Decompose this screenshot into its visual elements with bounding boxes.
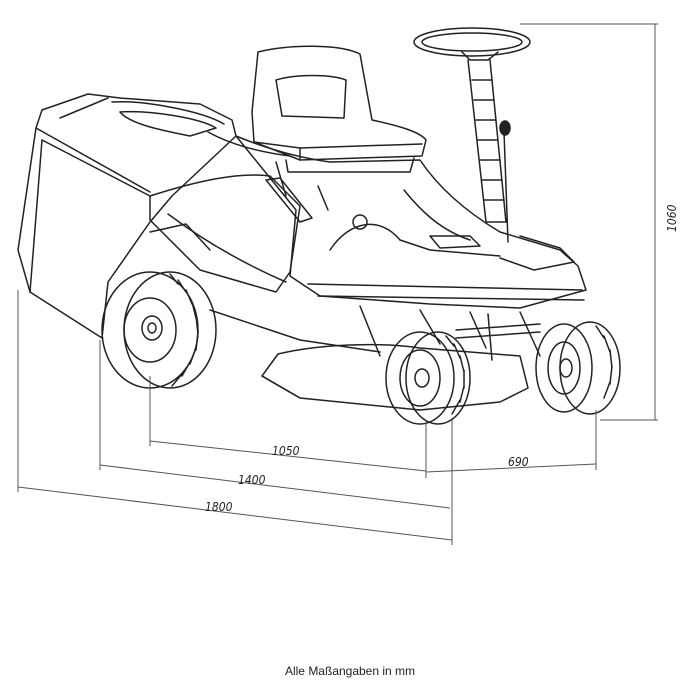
seat [251,45,427,173]
dim-label-width: 690 [508,455,529,469]
dim-label-height: 1060 [665,204,679,232]
units-caption: Alle Maßangaben in mm [284,664,416,678]
grass-bag [17,93,237,339]
dim-label-wheelbase: 1050 [272,444,300,458]
dim-label-length-bag: 1800 [205,500,233,514]
dim-label-length-mower: 1400 [238,473,266,487]
front-axle [455,313,541,361]
mower-deck [209,305,541,411]
rear-body [149,131,301,293]
chassis [235,135,587,309]
steering [413,27,531,243]
front-right-wheel [535,321,621,415]
rear-wheel [101,271,217,389]
front-left-wheel [385,331,471,425]
dimension-lines [17,23,658,545]
